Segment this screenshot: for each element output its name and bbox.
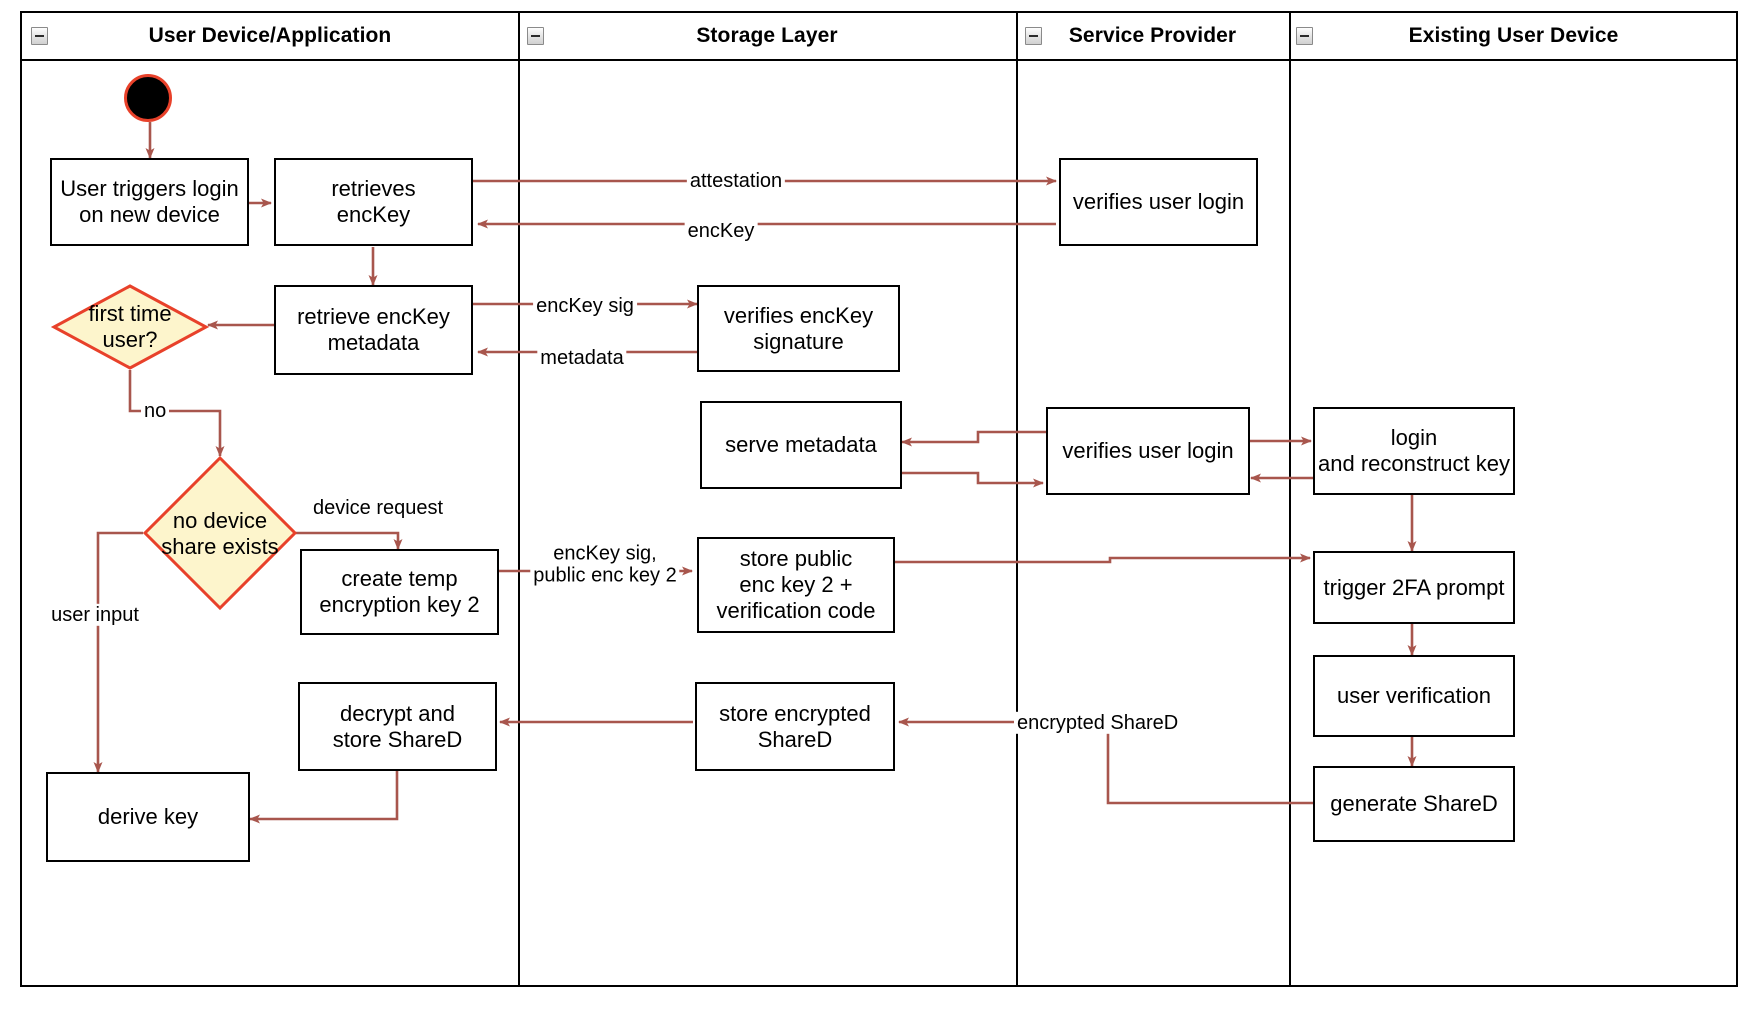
edge-label-enckey: encKey xyxy=(684,219,758,243)
edge-label-device-request: device request xyxy=(309,496,447,520)
node-retrieves-enckey[interactable]: retrieves encKey xyxy=(274,158,473,246)
decision-no-device-share[interactable]: no device share exists xyxy=(142,455,298,611)
lane-title-user-device: User Device/Application xyxy=(148,24,392,47)
minus-icon-lane-4[interactable] xyxy=(1296,27,1313,45)
node-verifies-enckey-signature[interactable]: verifies encKey signature xyxy=(697,285,900,372)
node-verifies-user-login-2[interactable]: verifies user login xyxy=(1046,407,1250,495)
node-store-public-enc-key-2[interactable]: store public enc key 2 + verification co… xyxy=(697,537,895,633)
node-derive-key[interactable]: derive key xyxy=(46,772,250,862)
node-verifies-user-login-1[interactable]: verifies user login xyxy=(1059,158,1258,246)
node-store-encrypted-shared[interactable]: store encrypted ShareD xyxy=(695,682,895,771)
edge-label-encrypted-shared: encrypted ShareD xyxy=(1014,711,1182,735)
node-generate-shared[interactable]: generate ShareD xyxy=(1313,766,1515,842)
node-user-verification[interactable]: user verification xyxy=(1313,655,1515,737)
lane-divider-3 xyxy=(1289,13,1291,985)
node-decrypt-and-store-shared[interactable]: decrypt and store ShareD xyxy=(298,682,497,771)
node-serve-metadata[interactable]: serve metadata xyxy=(700,401,902,489)
lane-title-storage: Storage Layer xyxy=(696,24,838,47)
lane-header-row xyxy=(22,13,1736,61)
initial-node[interactable] xyxy=(124,74,172,122)
edge-label-no: no xyxy=(141,399,170,423)
node-trigger-2fa-prompt[interactable]: trigger 2FA prompt xyxy=(1313,551,1515,624)
edge-label-attestation: attestation xyxy=(686,169,786,193)
node-retrieve-enckey-metadata[interactable]: retrieve encKey metadata xyxy=(274,285,473,375)
decision-first-time-user[interactable]: first time user? xyxy=(50,284,210,370)
minus-icon-lane-3[interactable] xyxy=(1025,27,1042,45)
lane-title-existing-device: Existing User Device xyxy=(1408,24,1619,47)
lane-title-service-provider: Service Provider xyxy=(1068,24,1237,47)
edge-label-metadata: metadata xyxy=(537,346,627,370)
minus-icon-lane-1[interactable] xyxy=(31,27,48,45)
node-create-temp-encryption-key-2[interactable]: create temp encryption key 2 xyxy=(300,549,499,635)
node-user-triggers-login[interactable]: User triggers login on new device xyxy=(50,158,249,246)
edge-label-user-input: user input xyxy=(48,603,142,627)
edge-label-enckey-sig: encKey sig xyxy=(533,294,637,318)
node-login-and-reconstruct-key[interactable]: login and reconstruct key xyxy=(1313,407,1515,495)
edge-label-enckey-sig-public-key: encKey sig, public enc key 2 xyxy=(530,542,680,588)
lane-divider-2 xyxy=(1016,13,1018,985)
minus-icon-lane-2[interactable] xyxy=(527,27,544,45)
lane-divider-1 xyxy=(518,13,520,985)
